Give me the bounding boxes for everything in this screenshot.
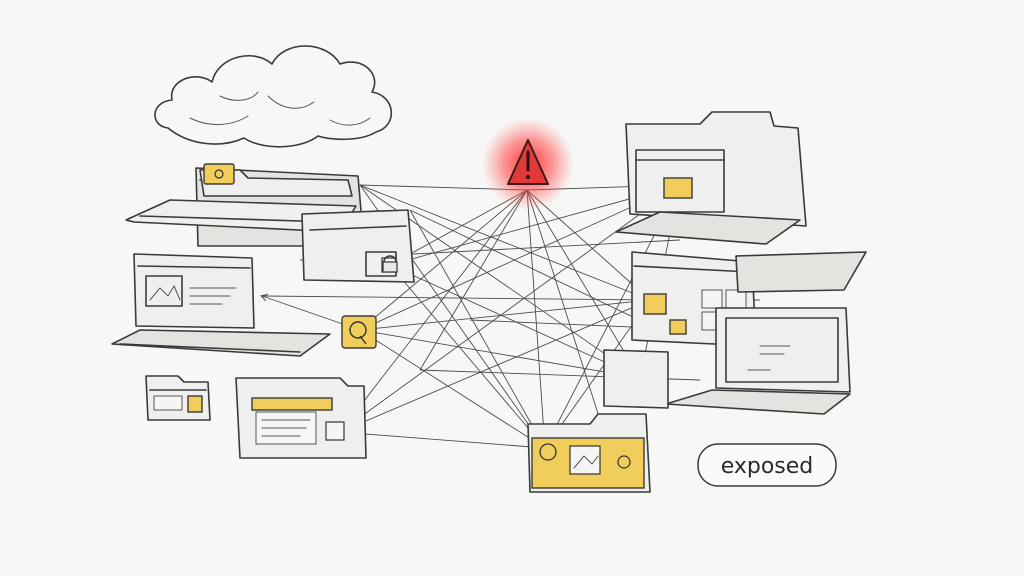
laptop-icon: [615, 111, 807, 245]
folder-icon: [527, 413, 651, 493]
lock-icon: [382, 255, 398, 273]
exposed-label: exposed: [697, 443, 837, 487]
folder-icon: [341, 315, 377, 349]
folder-icon: [235, 377, 367, 459]
exposed-label-text: exposed: [721, 454, 814, 479]
cloud-icon: [154, 45, 393, 148]
browser-window-icon: [603, 349, 669, 409]
folder-icon: [199, 163, 353, 197]
folder-icon: [145, 375, 211, 421]
laptop-icon: [665, 307, 851, 415]
warning-icon: [482, 118, 574, 210]
laptop-icon: [111, 253, 331, 357]
